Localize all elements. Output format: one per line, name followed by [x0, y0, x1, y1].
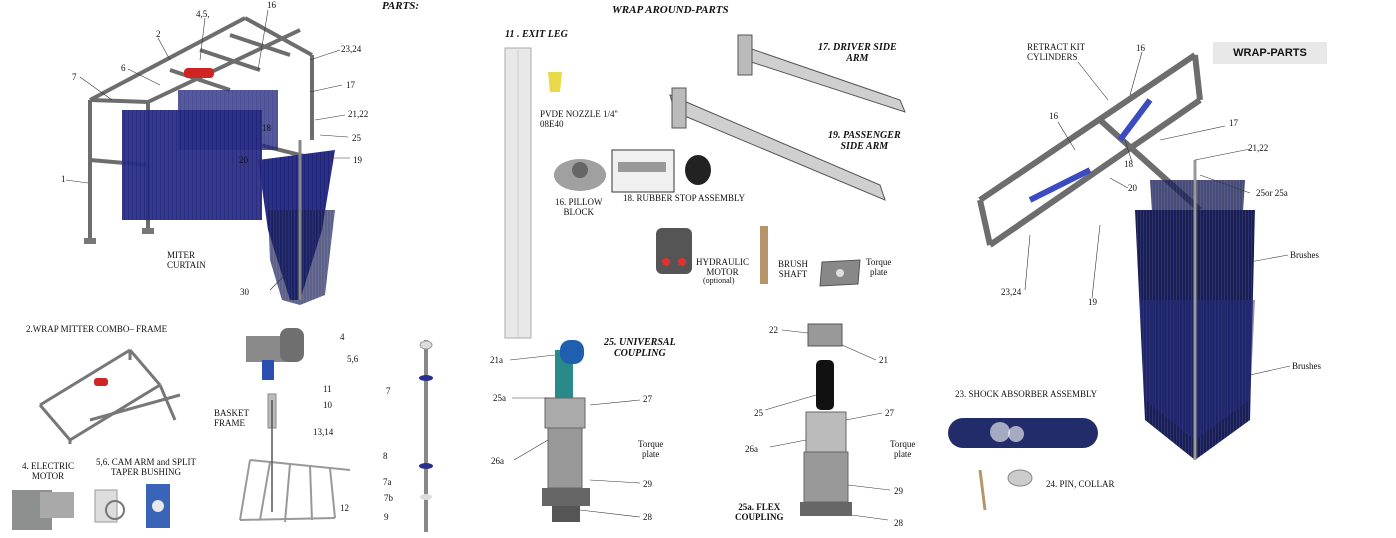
brushes-label-2: Brushes — [1292, 361, 1321, 371]
torque-plate-label-3: Torque plate — [890, 439, 916, 459]
label-4b: 4 — [340, 332, 345, 342]
combo-frame — [38, 348, 181, 444]
label-28: 28 — [643, 512, 652, 522]
label-25: 25 — [352, 133, 361, 143]
label-5-6: 5,6 — [347, 354, 359, 364]
universal-coupling-label: 25. UNIVERSAL COUPLING — [604, 337, 676, 359]
label-27: 27 — [643, 394, 652, 404]
label-7: 7 — [72, 72, 77, 82]
label-4-5: 4,5, — [196, 9, 210, 19]
label-18: 18 — [262, 123, 271, 133]
electric-motor-label: 4. ELECTRIC MOTOR — [22, 461, 74, 481]
pin-collar-label: 24. PIN, COLLAR — [1046, 479, 1115, 489]
label-21-22-right: 21,22 — [1248, 143, 1269, 153]
label-11: 11 — [323, 384, 332, 394]
parts-header: PARTS: — [382, 0, 420, 12]
label-28-flex: 28 — [894, 518, 903, 528]
label-7b: 7b — [384, 493, 393, 503]
label-9: 9 — [384, 512, 389, 522]
label-23-24-right: 23,24 — [1001, 287, 1022, 297]
wrap-around-header: WRAP AROUND-PARTS — [612, 4, 729, 16]
label-6: 6 — [121, 63, 126, 73]
label-25a: 25a — [493, 393, 506, 403]
label-21-22: 21,22 — [348, 109, 369, 119]
label-18-right: 18 — [1124, 159, 1133, 169]
label-20-right: 20 — [1128, 183, 1137, 193]
label-7a: 7a — [383, 477, 392, 487]
wrap-parts-header: WRAP-PARTS — [1213, 42, 1327, 64]
label-25-flex: 25 — [754, 408, 763, 418]
label-21: 21 — [879, 355, 888, 365]
label-16-right-b: 16 — [1049, 111, 1058, 121]
passenger-arm-label: 19. PASSENGER SIDE ARM — [828, 130, 901, 152]
torque-plate-label-2: Torque plate — [638, 439, 664, 459]
label-16: 16 — [267, 0, 276, 10]
label-10: 10 — [323, 400, 332, 410]
label-1: 1 — [61, 174, 66, 184]
shock-absorber-label: 23. SHOCK ABSORBER ASSEMBLY — [955, 389, 1098, 399]
exit-leg-label: 11 . EXIT LEG — [505, 29, 568, 40]
label-23-24: 23,24 — [341, 44, 362, 54]
label-2: 2 — [156, 29, 161, 39]
label-29: 29 — [643, 479, 652, 489]
flex-coupling-label: 25a. FLEX COUPLING — [735, 502, 784, 522]
brushes-label-1: Brushes — [1290, 250, 1319, 260]
basket-frame — [239, 400, 351, 523]
rubber-stop-label: 18. RUBBER STOP ASSEMBLY — [623, 193, 746, 203]
label-30: 30 — [240, 287, 249, 297]
label-29-flex: 29 — [894, 486, 903, 496]
label-17-right: 17 — [1229, 118, 1238, 128]
label-19: 19 — [353, 155, 362, 165]
nozzle-label: PVDE NOZZLE 1/4'' 08E40 — [540, 109, 618, 129]
cam-arm-label: 5,6. CAM ARM and SPLIT TAPER BUSHING — [96, 457, 197, 477]
hydraulic-motor-label: HYDRAULIC MOTOR — [696, 257, 749, 277]
brush-shaft-label: BRUSH SHAFT — [778, 259, 809, 279]
combo-frame-label: 2.WRAP MITTER COMBO– FRAME — [26, 324, 168, 334]
basket-frame-label: BASKET FRAME — [214, 408, 250, 428]
label-16-right-a: 16 — [1136, 43, 1145, 53]
label-13-14: 13,14 — [313, 427, 334, 437]
driver-arm-label: 17. DRIVER SIDE ARM — [818, 42, 897, 64]
label-8: 8 — [383, 451, 388, 461]
label-27-flex: 27 — [885, 408, 894, 418]
miter-curtain-label: MITER CURTAIN — [167, 250, 206, 270]
label-17: 17 — [346, 80, 355, 90]
label-20: 20 — [239, 155, 248, 165]
hydraulic-optional-label: (optional) — [703, 276, 735, 285]
label-7-shaft: 7 — [386, 386, 391, 396]
torque-plate-label-1: Torque plate — [866, 257, 892, 277]
label-12: 12 — [340, 503, 349, 513]
label-26a: 26a — [491, 456, 504, 466]
label-26a-flex: 26a — [745, 444, 758, 454]
pillow-block-label: 16. PILLOW BLOCK — [555, 197, 603, 217]
label-21a: 21a — [490, 355, 503, 365]
retract-kit-label: RETRACT KIT CYLINDERS — [1027, 42, 1086, 62]
label-25or25a: 25or 25a — [1256, 188, 1288, 198]
label-19-right: 19 — [1088, 297, 1097, 307]
label-22: 22 — [769, 325, 778, 335]
